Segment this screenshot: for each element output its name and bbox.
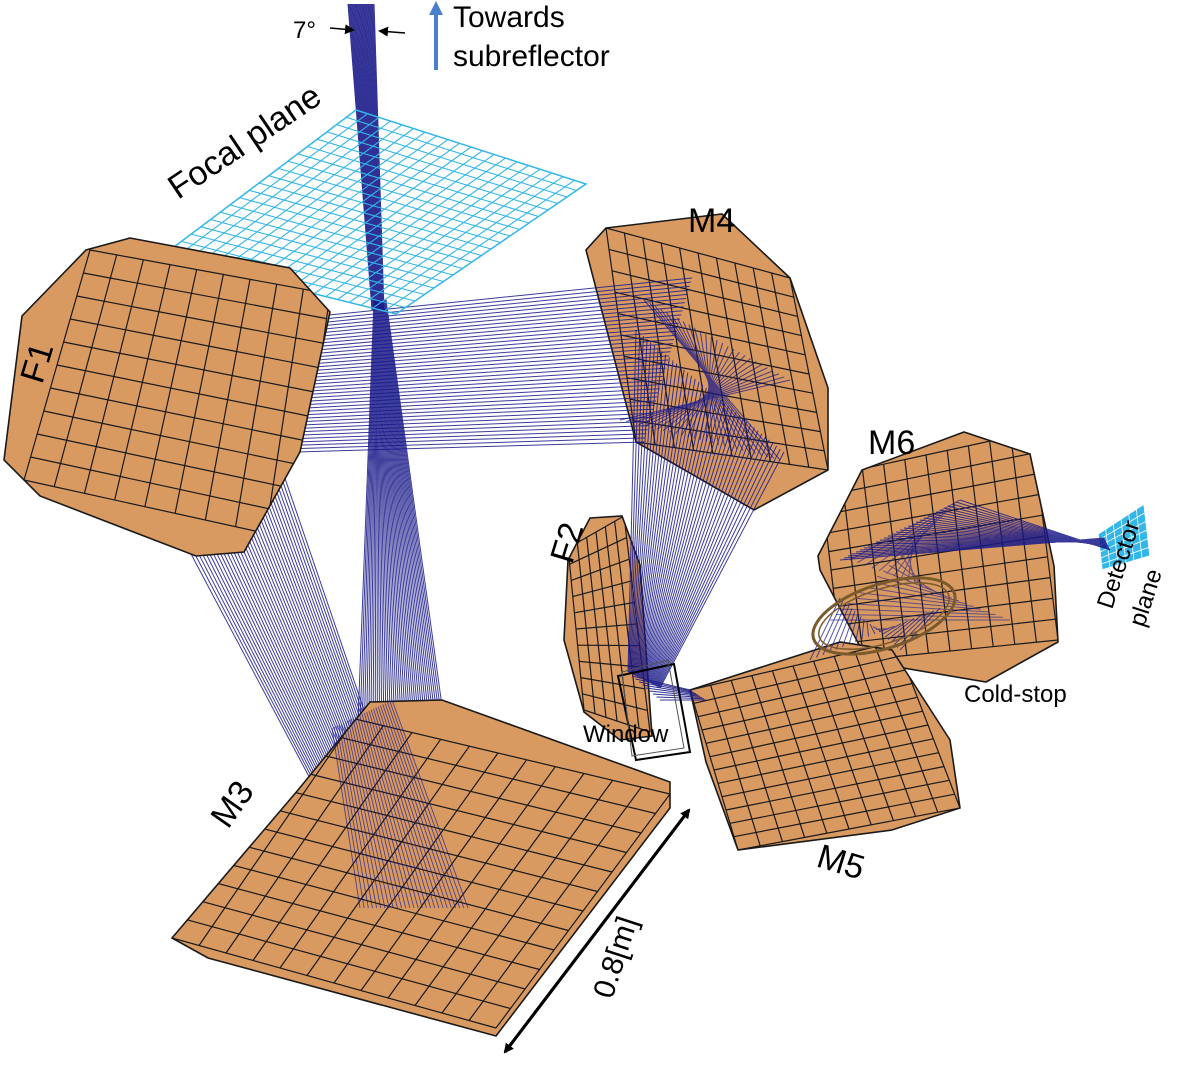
subreflector-label: subreflector [453,40,610,73]
angle-label: 7° [293,17,316,44]
m5-label: M5 [813,837,869,887]
mirror-m5 [690,642,960,850]
mirror-f1-surface [4,238,330,556]
m3-label: M3 [203,774,261,834]
scale-label: 0.8[m] [587,913,644,1002]
subreflector-direction: Towards subreflector [436,1,610,73]
towards-label: Towards [453,1,565,34]
cold-stop-label: Cold-stop [964,681,1067,708]
angle-arrow-right [380,31,405,33]
window-label: Window [583,721,669,748]
m6-label: M6 [868,424,915,462]
detector-plane-label-line2: plane [1124,566,1168,630]
mirror-f1 [4,238,330,556]
m4-label: M4 [688,202,735,240]
